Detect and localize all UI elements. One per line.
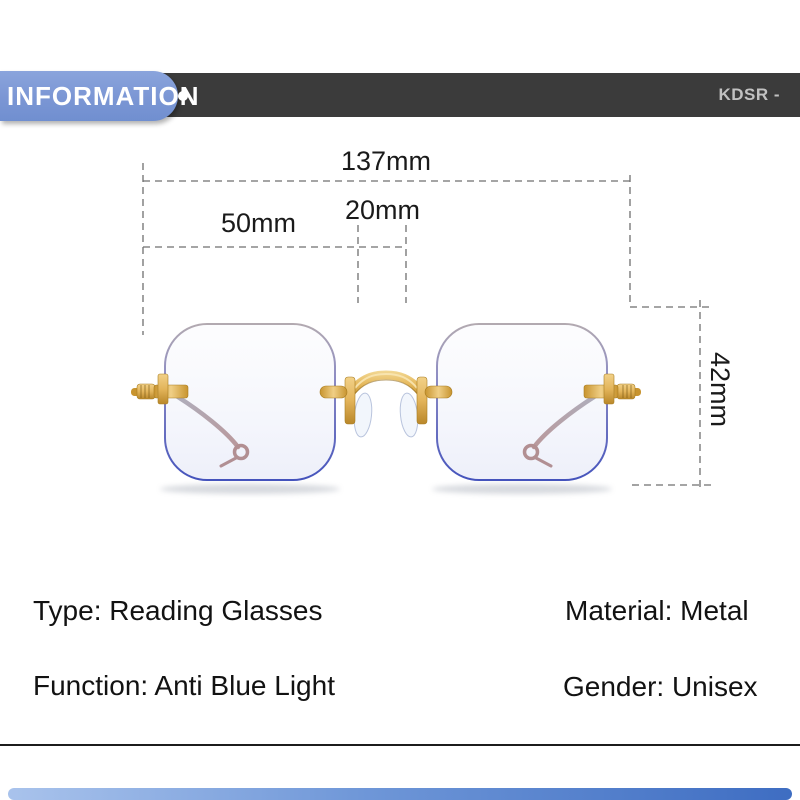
glasses-image <box>131 323 641 494</box>
spec-type: Type: Reading Glasses <box>33 595 323 626</box>
divider-line <box>0 744 800 746</box>
spec-function: Function: Anti Blue Light <box>33 670 335 701</box>
dimension-lens-width: 50mm <box>221 208 297 238</box>
nose-pad-right <box>399 392 419 438</box>
lens-shadow-left <box>160 484 340 494</box>
nose-pad-left <box>353 392 373 438</box>
bridge-post-left <box>344 376 356 425</box>
lens-right <box>436 323 608 481</box>
information-label: INFORMATION <box>7 81 200 111</box>
lens-lug-left <box>319 385 348 399</box>
hinge-left <box>131 373 189 405</box>
bridge-post-right <box>416 376 428 425</box>
spec-material: Material: Metal <box>565 595 749 626</box>
bridge <box>347 370 425 397</box>
lens-shadow-right <box>432 484 612 494</box>
spec-gender: Gender: Unisex <box>563 671 758 702</box>
model-code: KDSR - <box>718 85 780 104</box>
lens-left <box>164 323 336 481</box>
dimension-bridge-width: 20mm <box>345 195 421 225</box>
dot-icon <box>178 91 188 101</box>
dimension-lens-height: 42mm <box>705 352 735 428</box>
bottom-accent-bar <box>8 788 792 800</box>
lens-lug-right <box>424 385 453 399</box>
dimension-lines <box>142 163 712 490</box>
dimension-total-width: 137mm <box>341 146 432 176</box>
hinge-right <box>583 373 641 405</box>
information-ribbon: INFORMATION <box>0 71 200 121</box>
